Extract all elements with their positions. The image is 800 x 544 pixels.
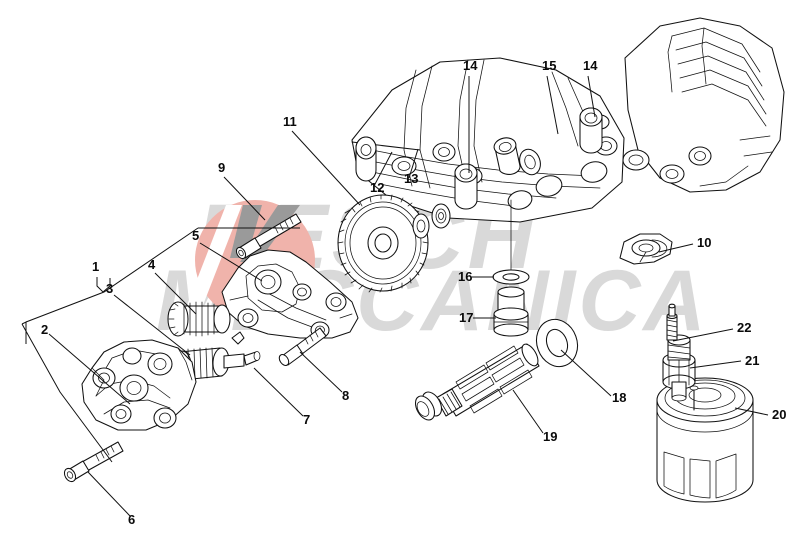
pressure-switch-terminal [666,303,678,341]
callout-leader-14b [587,75,596,118]
filter-cartridge-o-ring [535,318,579,368]
callout-leader-19 [512,389,544,434]
callout-9: 9 [218,160,266,221]
callout-leader-10 [658,243,694,253]
oil-pressure-relief-valve [492,199,530,337]
cover-bolt-9 [235,213,302,260]
callout-10: 10 [658,235,711,253]
callout-18: 18 [560,349,626,405]
oil-pump-body [81,339,197,431]
callout-leader-13 [408,148,419,179]
oil-strainer-cartridge [414,343,540,421]
callout-leader-6 [87,471,131,517]
callout-13: 13 [404,148,419,186]
callout-7: 7 [253,367,310,427]
oil-filter-canister [656,377,754,503]
dowel-bushing-2 [493,137,521,175]
callout-label-11: 11 [283,114,297,129]
callout-19: 19 [512,389,557,444]
callout-2: 2 [41,322,131,405]
callout-16: 16 [458,269,494,284]
case-boss-cylinder [355,136,377,182]
callout-label-12: 12 [370,180,384,195]
callout-leader-1 [96,277,111,293]
callout-label-7: 7 [303,412,310,427]
callout-label-3: 3 [106,281,113,296]
callout-leader-7 [253,367,304,417]
pump-mount-screw-8 [278,327,327,366]
callout-leader-4 [154,272,197,315]
oil-pressure-switch [662,334,696,402]
callout-14b: 14 [583,58,598,118]
callout-leader-15 [546,75,559,135]
callout-21: 21 [689,353,759,369]
callout-leader-21 [689,360,742,369]
callout-12: 12 [370,151,393,195]
callout-label-10: 10 [697,235,711,250]
callout-label-20: 20 [772,407,786,422]
callout-leader-2 [48,333,131,405]
callout-label-6: 6 [128,512,135,527]
callout-leader-12 [373,151,393,187]
callout-label-5: 5 [192,228,199,243]
callout-8: 8 [299,351,349,403]
callout-label-22: 22 [737,320,751,335]
callout-22: 22 [672,320,751,342]
callout-label-21: 21 [745,353,759,368]
callout-leader-3 [113,294,191,356]
callout-17: 17 [459,310,496,325]
callout-4: 4 [148,257,197,315]
callout-20: 20 [734,407,786,422]
callout-6: 6 [87,471,135,527]
callout-label-16: 16 [458,269,472,284]
callout-label-8: 8 [342,388,349,403]
dowel-bushing-4 [579,107,603,154]
callout-leader-5 [199,242,263,282]
callout-label-18: 18 [612,390,626,405]
callout-leader-20 [734,407,769,416]
pump-gear-upper [167,301,231,337]
pump-body-screw-6 [63,441,124,483]
callout-1: 1 [92,259,111,293]
callout-leader-11 [291,130,361,206]
oil-pump-drive-gear [337,194,451,293]
callout-15: 15 [542,58,559,135]
callout-leader-22 [672,328,734,342]
dowel-bushings [454,107,608,210]
callout-label-14: 14 [463,58,478,73]
callout-label-13: 13 [404,171,418,186]
callout-leader-18 [560,349,612,397]
callout-5: 5 [192,228,263,282]
callout-14: 14 [463,58,478,173]
callout-11: 11 [283,114,361,206]
assembly-bracket-lines [21,227,300,463]
callout-3: 3 [106,281,191,356]
callout-label-17: 17 [459,310,473,325]
callout-leader-8 [299,351,343,393]
oil-pickup-retainer-plate [619,233,673,265]
callout-label-19: 19 [543,429,557,444]
dowel-bushing-1 [454,163,478,210]
callout-label-14b: 14 [583,58,598,73]
oil-pump-cover [221,249,359,339]
callout-label-15: 15 [542,58,556,73]
callout-label-1: 1 [92,259,99,274]
dowel-bushing-3 [519,148,541,176]
callout-label-9: 9 [218,160,225,175]
callout-label-4: 4 [148,257,156,272]
callout-label-2: 2 [41,322,48,337]
crankcase-assembly [351,17,785,223]
callout-leader-9 [223,176,266,221]
